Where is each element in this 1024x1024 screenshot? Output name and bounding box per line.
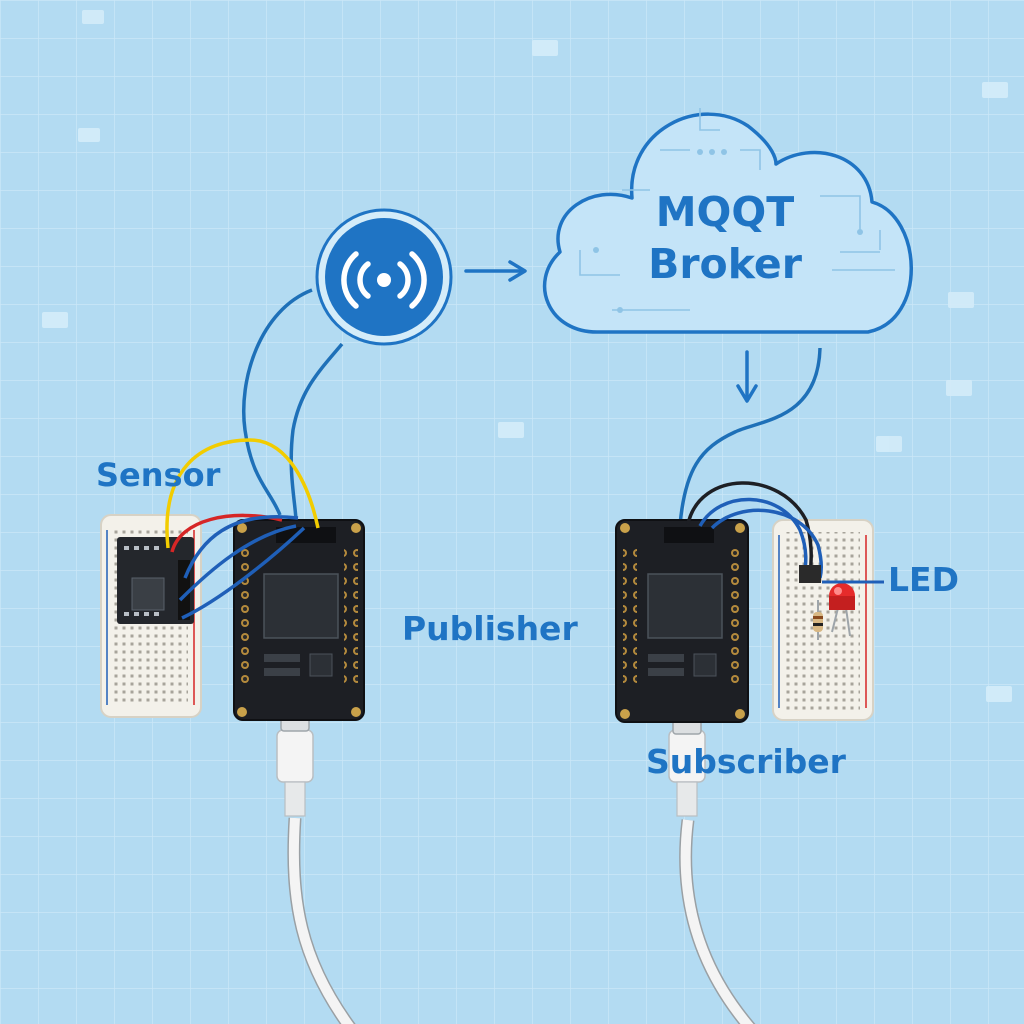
led-wires — [686, 481, 824, 579]
publisher-label: Publisher — [402, 609, 578, 648]
led-label: LED — [888, 560, 959, 599]
subscriber-label: Subscriber — [646, 742, 846, 781]
network-link-publisher — [242, 288, 344, 521]
wireless-signal-icon — [315, 208, 453, 346]
circuit-dots — [593, 149, 863, 313]
circuit-traces — [579, 108, 895, 311]
broker-label-line2: Broker — [648, 240, 802, 288]
mqtt-broker-cloud — [542, 108, 913, 334]
arrow-down-icon — [736, 350, 758, 403]
resistor — [813, 600, 823, 640]
broker-label-line1: MQQT — [655, 188, 795, 236]
network-link-subscriber — [678, 347, 822, 526]
arrow-right-icon — [464, 260, 527, 282]
sensor-wires — [165, 438, 320, 620]
decorative-chips — [42, 10, 1012, 702]
publisher-board — [233, 519, 365, 721]
broker-label: MQQT Broker — [590, 186, 860, 290]
sensor-label: Sensor — [96, 456, 221, 494]
led-component — [799, 565, 884, 637]
subscriber-board — [615, 519, 749, 723]
sensor-module — [117, 537, 194, 624]
